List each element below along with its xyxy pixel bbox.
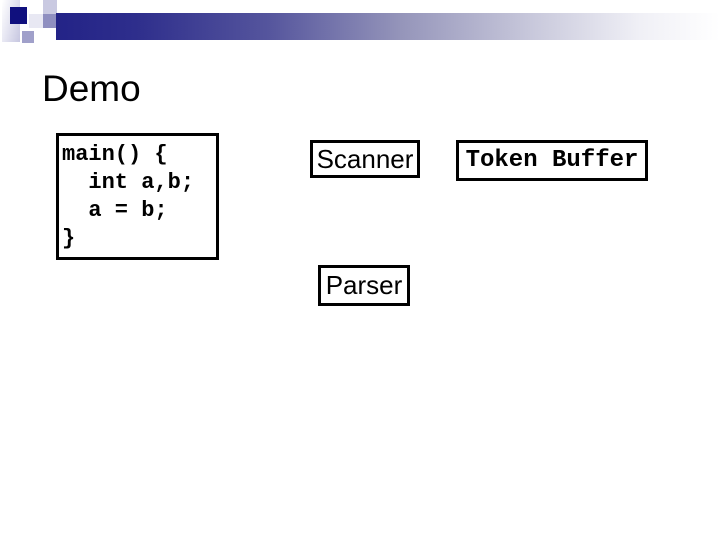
- scanner-box-label: Scanner: [316, 143, 414, 174]
- deco-navy-square: [10, 7, 27, 24]
- deco-pale-square: [29, 14, 43, 28]
- slide-title: Demo: [42, 68, 141, 109]
- token-buffer-box: Token Buffer: [456, 140, 648, 181]
- deco-medium-square: [43, 14, 57, 28]
- token-buffer-box-label: Token Buffer: [465, 147, 639, 174]
- parser-box: Parser: [318, 265, 410, 306]
- deco-gradient-bar: [56, 13, 720, 40]
- parser-box-label: Parser: [325, 270, 403, 300]
- header-decoration: [0, 0, 720, 50]
- deco-light-square: [43, 0, 57, 14]
- deco-lavender-square: [22, 31, 34, 43]
- source-code-box: main() { int a,b; a = b; }: [56, 133, 219, 260]
- scanner-box: Scanner: [310, 140, 420, 178]
